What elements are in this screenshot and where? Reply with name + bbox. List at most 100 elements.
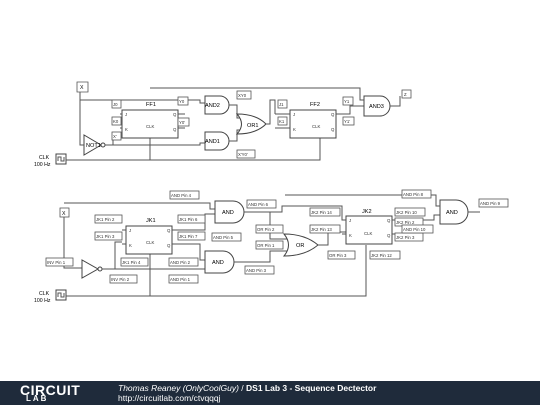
or-gate[interactable]: OR [282, 233, 319, 257]
tag-jk1-pin-6: JK1 Pin 6 [177, 214, 206, 224]
svg-text:J: J [293, 112, 295, 117]
svg-text:OR Pin 1: OR Pin 1 [257, 243, 275, 248]
tag-and-pin-1: AND Pin 1 [168, 274, 199, 284]
tag-and-pin-4: AND Pin 4 [169, 190, 200, 200]
svg-text:CLK: CLK [312, 124, 320, 129]
inverter-gate[interactable] [81, 259, 103, 279]
svg-text:AND: AND [212, 260, 224, 266]
circuitlab-logo-sub: LAB [26, 394, 49, 403]
svg-text:AND Pin 5: AND Pin 5 [213, 235, 234, 240]
svg-text:Y0': Y0' [179, 120, 185, 125]
and3-gate[interactable]: AND3 [363, 95, 391, 117]
circuit-url-link[interactable]: http://circuitlab.com/ctvqqqj [118, 393, 221, 403]
tag-xbary0bar: X'Y0' [236, 149, 256, 159]
svg-text:AND Pin 1: AND Pin 1 [170, 277, 191, 282]
not1-gate[interactable]: NOT1 [83, 134, 106, 156]
svg-text:JK1: JK1 [146, 218, 156, 224]
svg-text:CLK: CLK [39, 155, 50, 161]
clock-source-top[interactable]: CLK 100 Hz [34, 153, 67, 168]
tag-inv-pin-1: INV Pin 1 [45, 257, 74, 267]
svg-text:FF2: FF2 [310, 102, 320, 108]
tag-and-pin-6: AND Pin 6 [246, 199, 277, 209]
svg-text:100 Hz: 100 Hz [34, 298, 51, 304]
credit-separator: / [238, 383, 247, 393]
svg-text:J: J [125, 112, 127, 117]
svg-text:AND3: AND3 [369, 104, 384, 110]
and1-gate[interactable]: AND1 [204, 131, 230, 151]
input-x-flag-bottom[interactable]: X [59, 207, 70, 218]
tag-jk1-pin-7: JK1 Pin 7 [177, 231, 206, 241]
tag-y1bar: Y1' [342, 116, 355, 126]
svg-text:Y1': Y1' [344, 119, 350, 124]
svg-text:FF1: FF1 [146, 102, 156, 108]
tag-and-pin-8: AND Pin 8 [401, 189, 432, 199]
author-name: Thomas Reaney (OnlyCoolGuy) [118, 383, 239, 393]
svg-text:K0: K0 [113, 119, 119, 124]
tag-y0: Y0 [177, 96, 189, 106]
tag-jk1-pin-4: JK1 Pin 4 [120, 257, 149, 267]
svg-text:X: X [62, 211, 66, 217]
and-gate-final[interactable]: AND [439, 199, 469, 225]
svg-text:J: J [129, 228, 131, 233]
svg-text:X: X [80, 85, 84, 91]
svg-text:AND1: AND1 [205, 139, 220, 145]
tag-or-pin-2: OR Pin 2 [255, 224, 284, 234]
jk2-flipflop[interactable]: JK2 J K Q Q CLK [345, 209, 393, 245]
circuitlab-logo[interactable]: CIRCUIT [20, 382, 81, 398]
svg-text:100 Hz: 100 Hz [34, 162, 51, 168]
jk1-flipflop[interactable]: JK1 J K Q Q CLK [125, 218, 173, 255]
svg-text:Q: Q [173, 127, 177, 132]
svg-text:AND Pin 4: AND Pin 4 [171, 193, 192, 198]
svg-text:J0: J0 [113, 102, 118, 107]
svg-text:X': X' [113, 134, 117, 139]
tag-jk2-pin-12: JK2 Pin 12 [369, 250, 401, 260]
and-gate-upper[interactable]: AND [214, 200, 245, 224]
svg-text:Q: Q [167, 243, 171, 248]
tag-jk2-pin-13: JK2 Pin 13 [309, 224, 341, 234]
tag-jk1-pin-2: JK1 Pin 2 [94, 214, 123, 224]
svg-text:J1: J1 [279, 102, 284, 107]
svg-text:K: K [129, 243, 132, 248]
or1-gate[interactable]: OR1 [235, 113, 267, 135]
svg-text:X'Y0': X'Y0' [238, 152, 248, 157]
svg-text:K1: K1 [279, 119, 285, 124]
clock-source-bottom[interactable]: CLK 100 Hz [34, 289, 67, 304]
svg-text:Q: Q [167, 228, 171, 233]
svg-text:AND Pin 6: AND Pin 6 [248, 202, 269, 207]
ff1-flipflop[interactable]: FF1 J K Q Q CLK [121, 102, 179, 139]
svg-text:Z: Z [404, 92, 407, 97]
tag-and-pin-2: AND Pin 2 [168, 257, 199, 267]
tag-jk2-pin-10: JK2 Pin 10 [394, 207, 426, 217]
svg-text:Q: Q [331, 127, 335, 132]
credit-line: Thomas Reaney (OnlyCoolGuy) / DS1 Lab 3 … [118, 383, 376, 393]
schematic-diagram: X CLK 100 Hz NOT1 FF1 J K Q Q CLK J0 K0 [34, 81, 509, 304]
svg-text:JK2 Pin 10: JK2 Pin 10 [396, 210, 417, 215]
svg-text:OR1: OR1 [247, 123, 259, 129]
output-z-flag[interactable]: Z [401, 89, 412, 99]
svg-text:JK1 Pin 7: JK1 Pin 7 [179, 234, 198, 239]
svg-text:CLK: CLK [146, 240, 154, 245]
svg-text:CLK: CLK [146, 124, 154, 129]
svg-text:NOT1: NOT1 [86, 143, 101, 149]
tag-y1: Y1 [342, 96, 354, 106]
svg-text:JK2 Pin 12: JK2 Pin 12 [371, 253, 392, 258]
and-gate-lower[interactable]: AND [204, 250, 235, 274]
ff2-flipflop[interactable]: FF2 J K Q Q CLK [289, 102, 337, 139]
svg-text:J: J [349, 218, 351, 223]
svg-text:JK1 Pin 3: JK1 Pin 3 [96, 234, 115, 239]
svg-text:CLK: CLK [39, 291, 50, 297]
tag-jk2-pin-3: JK2 Pin 3 [394, 232, 424, 242]
tag-and-pin-5: AND Pin 5 [211, 232, 242, 242]
and2-gate[interactable]: AND2 [204, 95, 230, 115]
svg-text:AND: AND [222, 210, 234, 216]
tag-j1: J1 [277, 99, 288, 109]
input-x-flag[interactable]: X [76, 81, 89, 93]
tag-j0: J0 [111, 99, 122, 109]
svg-text:AND: AND [446, 210, 458, 216]
tag-jk1-pin-3: JK1 Pin 3 [94, 231, 123, 241]
tag-k0: K0 [111, 116, 122, 126]
svg-text:INV Pin 2: INV Pin 2 [111, 277, 130, 282]
tag-y0bar: Y0' [177, 117, 190, 127]
svg-text:AND Pin 9: AND Pin 9 [480, 201, 501, 206]
